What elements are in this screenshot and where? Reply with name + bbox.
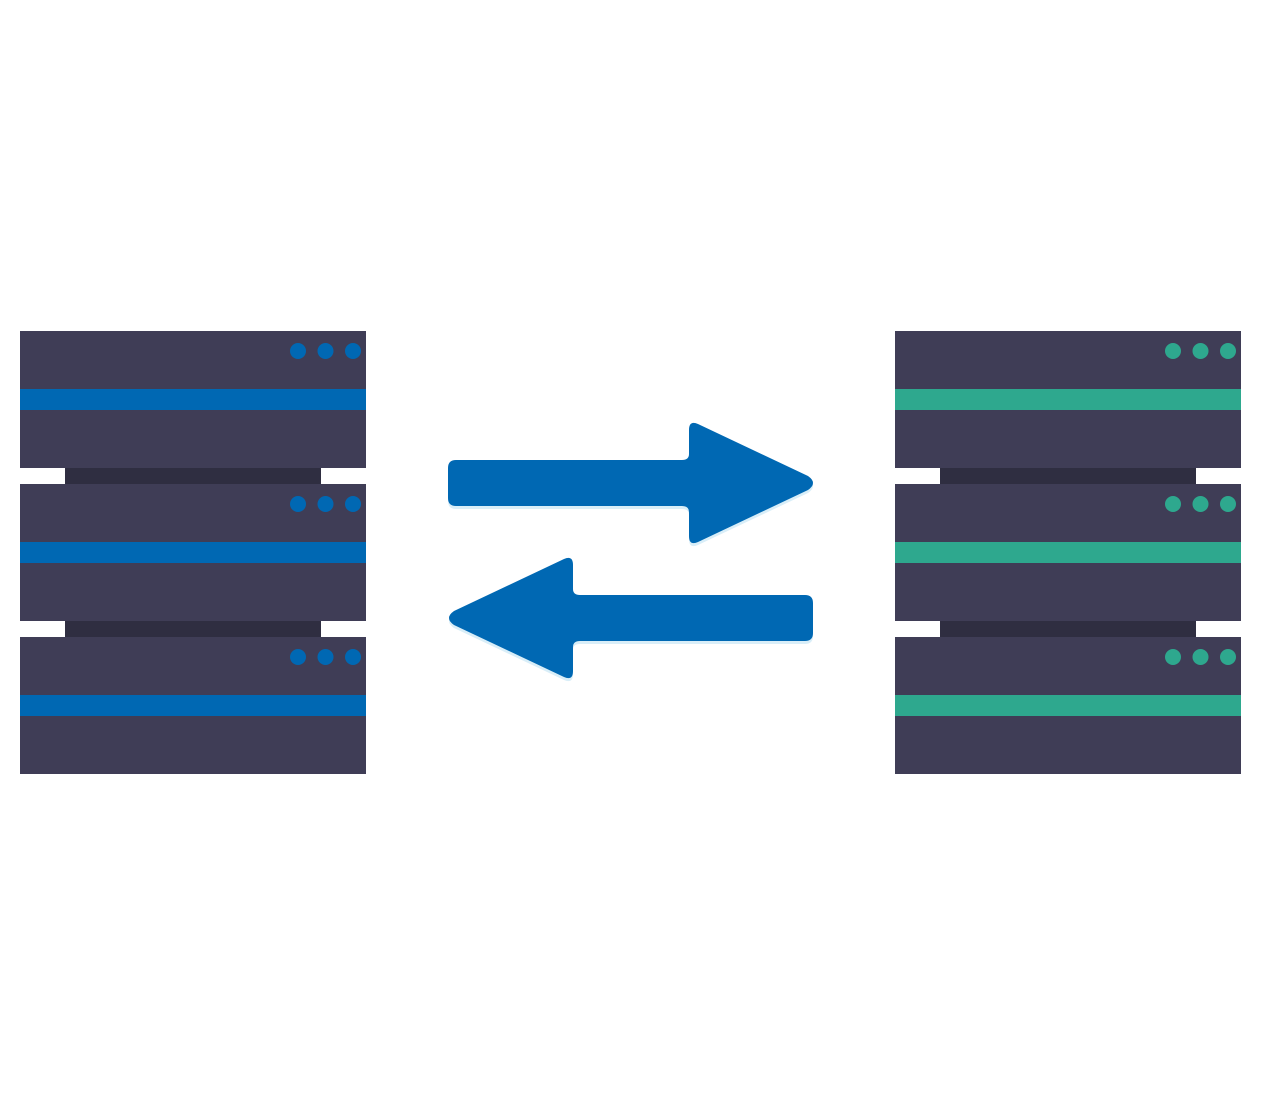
right-server-stripe-1	[895, 389, 1241, 410]
right-server-stripe-3	[895, 695, 1241, 716]
left-server-led-icon	[345, 649, 361, 665]
left-server-led-icon	[290, 649, 306, 665]
left-server-led-icon	[317, 496, 334, 512]
right-server-rack	[895, 331, 1241, 774]
left-server-led-icon	[345, 343, 361, 359]
right-server-led-icon	[1165, 649, 1181, 665]
left-server-stripe-2	[20, 542, 366, 563]
sync-arrows	[448, 422, 813, 682]
right-server-led-icon	[1165, 343, 1181, 359]
left-server-stripe-3	[20, 695, 366, 716]
left-server-led-icon	[317, 649, 334, 665]
arrow-right-icon	[448, 422, 813, 544]
right-server-led-icon	[1220, 496, 1236, 512]
right-server-led-icon	[1220, 343, 1236, 359]
left-server-rack	[20, 331, 366, 774]
left-server-connector-2	[65, 621, 321, 637]
left-server-stripe-1	[20, 389, 366, 410]
right-server-led-icon	[1192, 496, 1209, 512]
arrow-left-icon	[449, 557, 813, 679]
right-server-led-icon	[1165, 496, 1181, 512]
left-server-led-icon	[290, 496, 306, 512]
left-server-led-icon	[290, 343, 306, 359]
right-server-stripe-2	[895, 542, 1241, 563]
right-server-connector-2	[940, 621, 1196, 637]
right-server-led-icon	[1192, 649, 1209, 665]
right-server-connector-1	[940, 468, 1196, 484]
right-server-led-icon	[1192, 343, 1209, 359]
left-server-connector-1	[65, 468, 321, 484]
left-server-led-icon	[345, 496, 361, 512]
right-server-led-icon	[1220, 649, 1236, 665]
left-server-led-icon	[317, 343, 334, 359]
